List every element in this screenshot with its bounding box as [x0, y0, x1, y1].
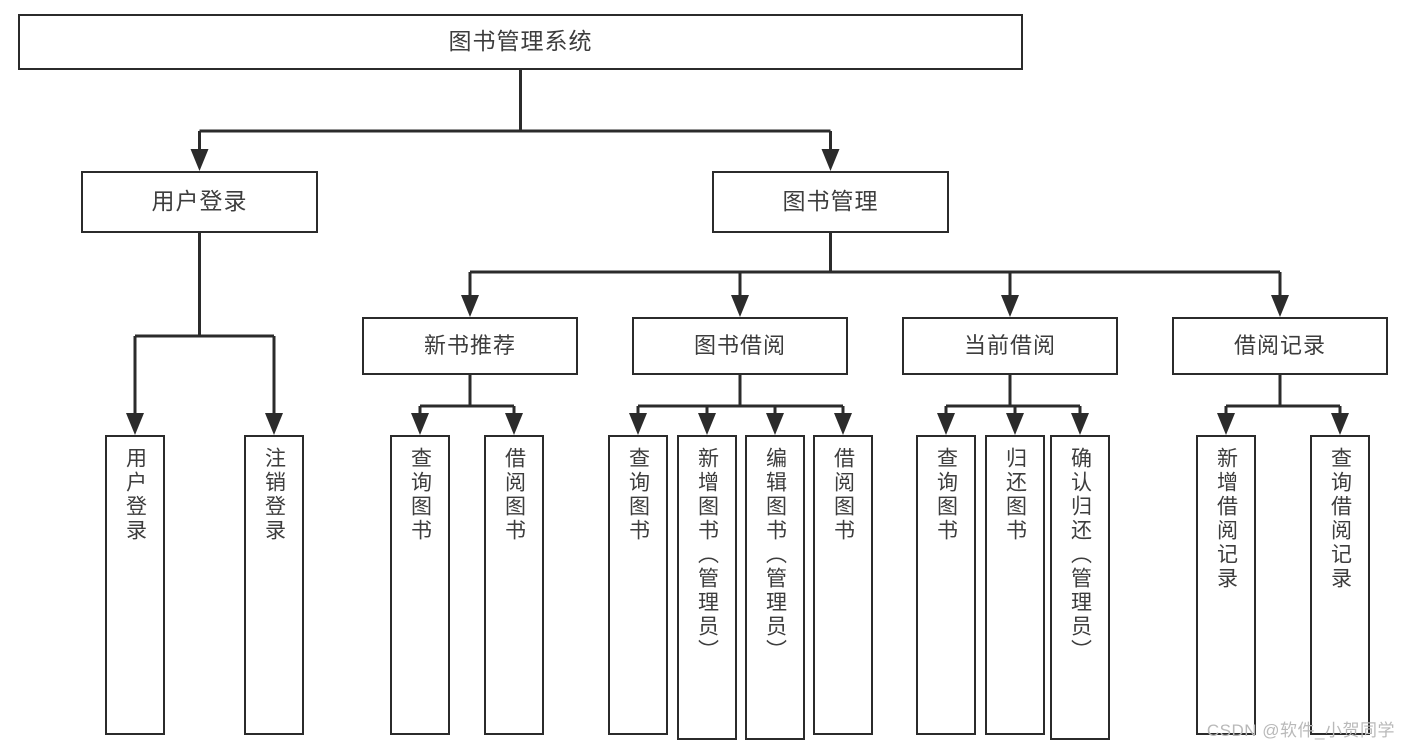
node-label-new-book-rec: 新书推荐 [423, 332, 516, 358]
node-leaf-query-book-cur[interactable]: 查询图书 [916, 435, 976, 735]
node-label-user-login: 用户登录 [151, 188, 248, 215]
node-label-leaf-return-book: 归还图书 [1003, 447, 1027, 543]
node-label-leaf-query-book-rec: 查询图书 [408, 447, 432, 543]
node-leaf-logout[interactable]: 注销登录 [244, 435, 304, 735]
node-label-current-borrow: 当前借阅 [963, 332, 1056, 358]
node-label-leaf-edit-book: 编辑图书（管理员） [763, 447, 787, 663]
node-user-login[interactable]: 用户登录 [81, 171, 318, 233]
node-leaf-confirm-return[interactable]: 确认归还（管理员） [1050, 435, 1110, 740]
node-label-book-manage: 图书管理 [782, 188, 879, 215]
node-label-borrow-record: 借阅记录 [1233, 332, 1326, 358]
node-label-leaf-query-record: 查询借阅记录 [1328, 447, 1352, 591]
node-leaf-borrow-book[interactable]: 借阅图书 [813, 435, 873, 735]
node-leaf-query-book-rec[interactable]: 查询图书 [390, 435, 450, 735]
node-new-book-rec[interactable]: 新书推荐 [362, 317, 578, 375]
node-leaf-edit-book[interactable]: 编辑图书（管理员） [745, 435, 805, 740]
node-borrow-record[interactable]: 借阅记录 [1172, 317, 1388, 375]
node-label-leaf-query-book-cur: 查询图书 [934, 447, 958, 543]
node-label-leaf-user-login: 用户登录 [123, 447, 147, 543]
node-label-leaf-add-record: 新增借阅记录 [1214, 447, 1238, 591]
node-book-borrow[interactable]: 图书借阅 [632, 317, 848, 375]
node-label-root: 图书管理系统 [448, 28, 593, 55]
node-label-leaf-add-book: 新增图书（管理员） [695, 447, 719, 663]
node-leaf-add-record[interactable]: 新增借阅记录 [1196, 435, 1256, 735]
node-label-book-borrow: 图书借阅 [693, 332, 786, 358]
watermark-label: CSDN @软件_小贺同学 [1206, 721, 1395, 740]
node-label-leaf-confirm-return: 确认归还（管理员） [1068, 447, 1092, 663]
node-root[interactable]: 图书管理系统 [18, 14, 1023, 70]
node-leaf-query-book-borrow[interactable]: 查询图书 [608, 435, 668, 735]
node-label-leaf-borrow-book-rec: 借阅图书 [502, 447, 526, 543]
node-label-leaf-borrow-book: 借阅图书 [831, 447, 855, 543]
node-leaf-add-book[interactable]: 新增图书（管理员） [677, 435, 737, 740]
node-leaf-borrow-book-rec[interactable]: 借阅图书 [484, 435, 544, 735]
node-current-borrow[interactable]: 当前借阅 [902, 317, 1118, 375]
node-label-leaf-query-book-borrow: 查询图书 [626, 447, 650, 543]
node-leaf-user-login[interactable]: 用户登录 [105, 435, 165, 735]
node-leaf-query-record[interactable]: 查询借阅记录 [1310, 435, 1370, 735]
node-leaf-return-book[interactable]: 归还图书 [985, 435, 1045, 735]
node-book-manage[interactable]: 图书管理 [712, 171, 949, 233]
node-label-leaf-logout: 注销登录 [262, 447, 286, 543]
